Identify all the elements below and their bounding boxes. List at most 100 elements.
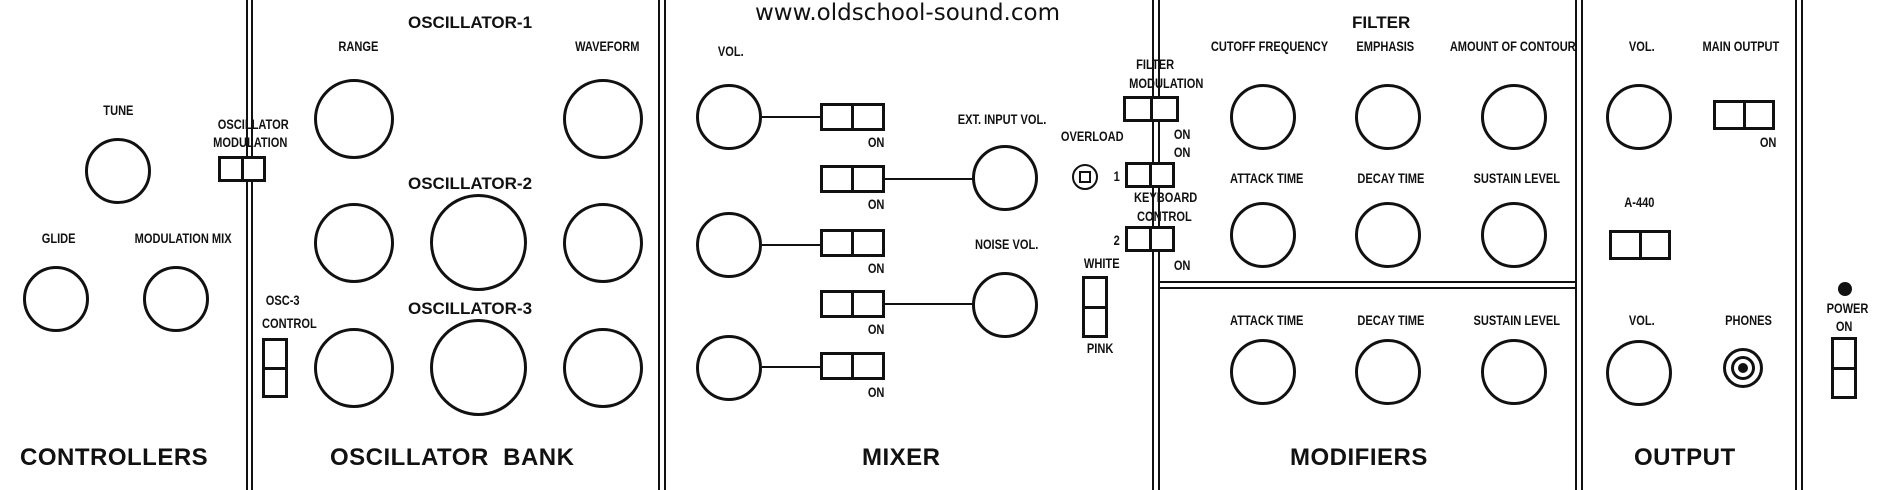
modulation-mix-label: MODULATION MIX — [134, 231, 232, 246]
oscillator-2-title: OSCILLATOR-2 — [408, 174, 533, 193]
power-label-1: POWER — [1826, 301, 1869, 316]
ext-input-vol-knob[interactable] — [972, 145, 1038, 211]
pink-label: PINK — [1086, 341, 1114, 356]
mixer-osc1-link — [762, 116, 820, 118]
mixer-osc3-vol-knob[interactable] — [696, 335, 762, 401]
loudness-decay-knob[interactable] — [1355, 339, 1421, 405]
filter-attack-knob[interactable] — [1230, 202, 1296, 268]
section-title-controllers: CONTROLLERS — [20, 444, 209, 471]
loudness-attack-knob[interactable] — [1230, 339, 1296, 405]
mixer-osc1-vol-knob[interactable] — [696, 84, 762, 150]
filter-decay-label: DECAY TIME — [1357, 171, 1425, 186]
mixer-osc2-on-label: ON — [867, 261, 885, 276]
mixer-ext-on-label: ON — [867, 197, 885, 212]
mixer-osc3-on-label: ON — [867, 385, 885, 400]
divider-controllers-osc-a — [246, 0, 248, 490]
osc3-control-switch[interactable] — [262, 338, 288, 398]
main-output-on-label: ON — [1759, 135, 1777, 150]
osc1-waveform-knob[interactable] — [563, 79, 643, 159]
filter-title: FILTER — [1352, 13, 1411, 32]
osc3-waveform-knob[interactable] — [563, 328, 643, 408]
amount-of-contour-knob[interactable] — [1481, 84, 1547, 150]
a440-switch[interactable] — [1609, 230, 1671, 260]
filter-sustain-knob[interactable] — [1481, 202, 1547, 268]
mixer-vol-label: VOL. — [717, 44, 744, 59]
keyboard-control-label-2: CONTROL — [1137, 209, 1192, 224]
filter-mod-on-label: ON — [1173, 127, 1191, 142]
divider-filter-contour — [1158, 281, 1575, 283]
loudness-sustain-knob[interactable] — [1481, 339, 1547, 405]
keyboard-1-label: 1 — [1113, 169, 1120, 184]
main-output-vol-knob[interactable] — [1606, 84, 1672, 150]
keyboard-control-switch-2[interactable] — [1125, 226, 1175, 252]
noise-vol-knob[interactable] — [972, 272, 1038, 338]
watermark-url: www.oldschool-sound.com — [755, 0, 1060, 26]
power-switch[interactable] — [1831, 337, 1857, 399]
glide-label: GLIDE — [41, 231, 76, 246]
osc-modulation-label-2: MODULATION — [213, 135, 288, 150]
amount-of-contour-label: AMOUNT OF CONTOUR — [1449, 39, 1576, 54]
osc3-control-label-2: CONTROL — [262, 316, 317, 331]
oscillator-1-title: OSCILLATOR-1 — [408, 13, 533, 32]
loudness-decay-label: DECAY TIME — [1357, 313, 1425, 328]
phones-label: PHONES — [1725, 313, 1772, 328]
cutoff-frequency-label: CUTOFF FREQUENCY — [1210, 39, 1329, 54]
osc2-frequency-knob[interactable] — [430, 194, 527, 291]
section-title-oscillator-bank: OSCILLATOR BANK — [330, 444, 575, 471]
mixer-noise-on-label: ON — [867, 322, 885, 337]
filter-modulation-switch[interactable] — [1123, 96, 1179, 122]
mixer-osc2-link — [762, 244, 820, 246]
divider-osc-mixer-b — [664, 0, 666, 490]
ext-input-vol-label: EXT. INPUT VOL. — [957, 112, 1047, 127]
keyboard-on-label-bottom: ON — [1173, 258, 1191, 273]
tune-knob[interactable] — [85, 138, 151, 204]
phones-vol-knob[interactable] — [1606, 340, 1672, 406]
osc2-range-knob[interactable] — [314, 203, 394, 283]
filter-attack-label: ATTACK TIME — [1230, 171, 1304, 186]
osc3-frequency-knob[interactable] — [430, 319, 527, 416]
section-title-output: OUTPUT — [1634, 444, 1736, 471]
overload-label: OVERLOAD — [1060, 129, 1124, 144]
phones-vol-label: VOL. — [1628, 313, 1655, 328]
modulation-mix-knob[interactable] — [143, 266, 209, 332]
main-output-label: MAIN OUTPUT — [1702, 39, 1780, 54]
mixer-osc1-on-label: ON — [867, 135, 885, 150]
noise-white-pink-switch[interactable] — [1082, 276, 1108, 338]
power-label-2: ON — [1835, 319, 1853, 334]
waveform-label: WAVEFORM — [575, 39, 640, 54]
mixer-noise-switch[interactable] — [820, 290, 885, 318]
cutoff-frequency-knob[interactable] — [1230, 84, 1296, 150]
section-title-mixer: MIXER — [862, 444, 941, 471]
osc-modulation-switch[interactable] — [218, 156, 266, 182]
emphasis-label: EMPHASIS — [1356, 39, 1415, 54]
glide-knob[interactable] — [23, 266, 89, 332]
divider-controllers-osc-b — [251, 0, 253, 490]
divider-modifiers-output-a — [1575, 0, 1577, 490]
mixer-osc1-switch[interactable] — [820, 103, 885, 131]
divider-filter-contour-b — [1158, 287, 1575, 289]
filter-decay-knob[interactable] — [1355, 202, 1421, 268]
osc3-range-knob[interactable] — [314, 328, 394, 408]
mixer-osc3-link — [762, 366, 820, 368]
mixer-osc3-switch[interactable] — [820, 352, 885, 380]
mixer-noise-link — [885, 303, 973, 305]
phones-jack[interactable] — [1723, 348, 1763, 388]
main-output-switch[interactable] — [1713, 100, 1775, 130]
osc3-control-label-1: OSC-3 — [265, 293, 300, 308]
mixer-ext-link — [885, 178, 973, 180]
a440-label: A-440 — [1624, 195, 1655, 210]
tune-label: TUNE — [103, 103, 134, 118]
overload-lamp — [1072, 164, 1098, 190]
divider-modifiers-output-b — [1581, 0, 1583, 490]
osc2-waveform-knob[interactable] — [563, 203, 643, 283]
mixer-osc2-vol-knob[interactable] — [696, 212, 762, 278]
keyboard-control-switch-1[interactable] — [1125, 162, 1175, 188]
section-title-modifiers: MODIFIERS — [1290, 444, 1428, 471]
mixer-ext-switch[interactable] — [820, 165, 885, 193]
filter-sustain-label: SUSTAIN LEVEL — [1473, 171, 1561, 186]
loudness-attack-label: ATTACK TIME — [1230, 313, 1304, 328]
osc1-range-knob[interactable] — [314, 79, 394, 159]
mixer-osc2-switch[interactable] — [820, 229, 885, 257]
emphasis-knob[interactable] — [1355, 84, 1421, 150]
output-vol-label: VOL. — [1628, 39, 1655, 54]
